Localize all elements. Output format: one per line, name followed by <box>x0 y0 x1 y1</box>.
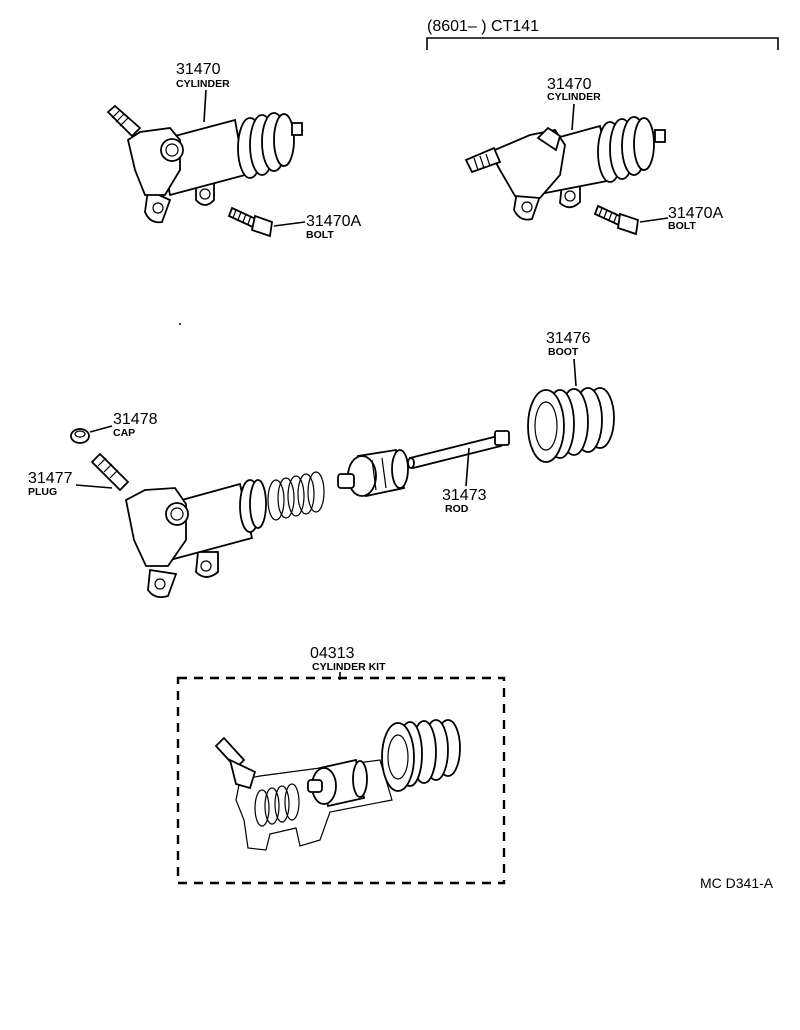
part-name: BOOT <box>548 346 579 358</box>
callout-cylinder-right: 31470 CYLINDER <box>547 76 601 131</box>
part-number: 31470A <box>668 205 723 222</box>
scan-speck <box>179 323 181 325</box>
part-number: 31477 <box>28 470 73 487</box>
cylinder-kit-icon <box>214 719 461 851</box>
callout-bolt-left: 31470A BOLT <box>273 213 361 241</box>
cylinder-body-icon <box>124 479 267 599</box>
part-number: 31470 <box>547 76 592 93</box>
part-number: 31473 <box>442 487 487 504</box>
callout-cap: 31478 CAP <box>89 411 158 439</box>
part-name: CYLINDER KIT <box>312 661 386 673</box>
part-name: BOLT <box>668 220 696 232</box>
part-name: CYLINDER <box>176 78 230 90</box>
part-name: PLUG <box>28 486 57 498</box>
dust-boot-icon <box>527 387 615 463</box>
applicability-label: (8601– ) CT141 <box>427 18 539 35</box>
bolt-right-icon <box>593 204 639 236</box>
part-number: 04313 <box>310 645 355 662</box>
cylinder-left-icon <box>106 104 304 224</box>
callout-bolt-right: 31470A BOLT <box>639 205 723 232</box>
push-rod-icon <box>407 430 510 470</box>
part-name: CYLINDER <box>547 91 601 103</box>
spring-icon <box>267 471 325 521</box>
part-name: BOLT <box>306 229 334 241</box>
part-number: 31470A <box>306 213 361 230</box>
part-name: CAP <box>113 427 135 439</box>
bolt-left-icon <box>227 206 273 238</box>
callout-kit: 04313 CYLINDER KIT <box>310 645 386 680</box>
diagram-reference: MC D341-A <box>700 875 774 891</box>
applicability-bracket: (8601– ) CT141 <box>426 18 779 50</box>
cap-icon <box>70 428 90 444</box>
piston-icon <box>337 448 409 498</box>
part-name: ROD <box>445 503 469 515</box>
callout-cylinder-left: 31470 CYLINDER <box>176 61 230 123</box>
kit-dashed-frame <box>176 676 506 885</box>
part-number: 31476 <box>546 330 591 347</box>
callout-plug: 31477 PLUG <box>28 470 113 498</box>
callout-rod: 31473 ROD <box>442 447 487 515</box>
part-number: 31478 <box>113 411 158 428</box>
part-number: 31470 <box>176 61 221 78</box>
callout-boot: 31476 BOOT <box>546 330 591 387</box>
bleeder-plug-icon <box>90 452 130 492</box>
cylinder-right-icon <box>464 116 666 221</box>
